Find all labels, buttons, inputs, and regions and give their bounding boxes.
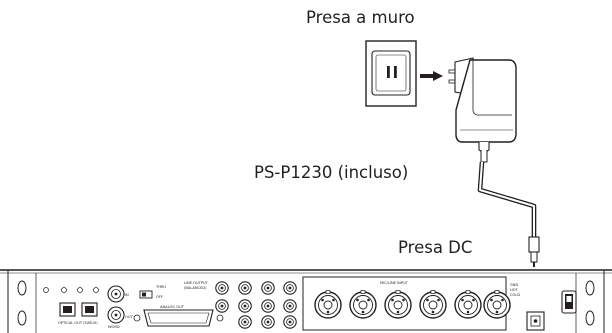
adapter-cable bbox=[477, 161, 537, 237]
analog-out-connector bbox=[133, 309, 224, 327]
word-clock-in-bnc bbox=[107, 285, 125, 303]
wall-outlet-label: Presa a muro bbox=[306, 8, 415, 27]
rear-panel: OPTICAL OUT (S/MUX) IN OUT WORD THRU OFF… bbox=[0, 269, 612, 333]
cold-label: COLD bbox=[510, 293, 520, 297]
line-output-jack bbox=[215, 299, 229, 313]
line-output-jack bbox=[283, 299, 297, 313]
analog-out-label: ANALOG OUT bbox=[160, 305, 185, 309]
line-output-jack bbox=[283, 281, 297, 295]
line-output-jack bbox=[238, 315, 252, 329]
optical-out-label: OPTICAL OUT (S/MUX) bbox=[58, 321, 98, 325]
word-label: WORD bbox=[108, 325, 120, 329]
thru-label: THRU bbox=[155, 285, 166, 289]
adapter-label: PS-P1230 (incluso) bbox=[254, 163, 409, 182]
dc-plug-icon bbox=[528, 236, 540, 267]
line-output-jack bbox=[238, 299, 252, 313]
optical-port-2 bbox=[81, 302, 98, 317]
line-output-jack bbox=[261, 299, 275, 313]
line-output-jack bbox=[261, 315, 275, 329]
wall-outlet-icon bbox=[365, 40, 417, 107]
line-output-jack bbox=[283, 315, 297, 329]
word-in-label: IN bbox=[125, 293, 129, 297]
ac-adapter-icon bbox=[448, 57, 517, 163]
word-clock-out-bnc bbox=[107, 306, 125, 324]
line-output-jack bbox=[215, 281, 229, 295]
power-switch bbox=[561, 290, 577, 314]
line-output-label: LINE OUTPUT bbox=[184, 281, 209, 285]
optical-port-1 bbox=[59, 302, 76, 317]
dc-jack bbox=[526, 311, 545, 331]
mic-line-input-label: MIC/LINE INPUT bbox=[380, 281, 409, 285]
hot-label: HOT bbox=[510, 288, 519, 292]
gnd-label: GND bbox=[510, 283, 518, 287]
dc-jack-label: Presa DC bbox=[398, 238, 473, 257]
off-label: OFF bbox=[156, 295, 163, 299]
word-out-label: OUT bbox=[125, 315, 133, 319]
insert-arrow-icon bbox=[420, 71, 443, 81]
line-output-jack bbox=[261, 281, 275, 295]
line-output-jack bbox=[238, 281, 252, 295]
balanced-label: (BALANCED) bbox=[184, 286, 207, 290]
